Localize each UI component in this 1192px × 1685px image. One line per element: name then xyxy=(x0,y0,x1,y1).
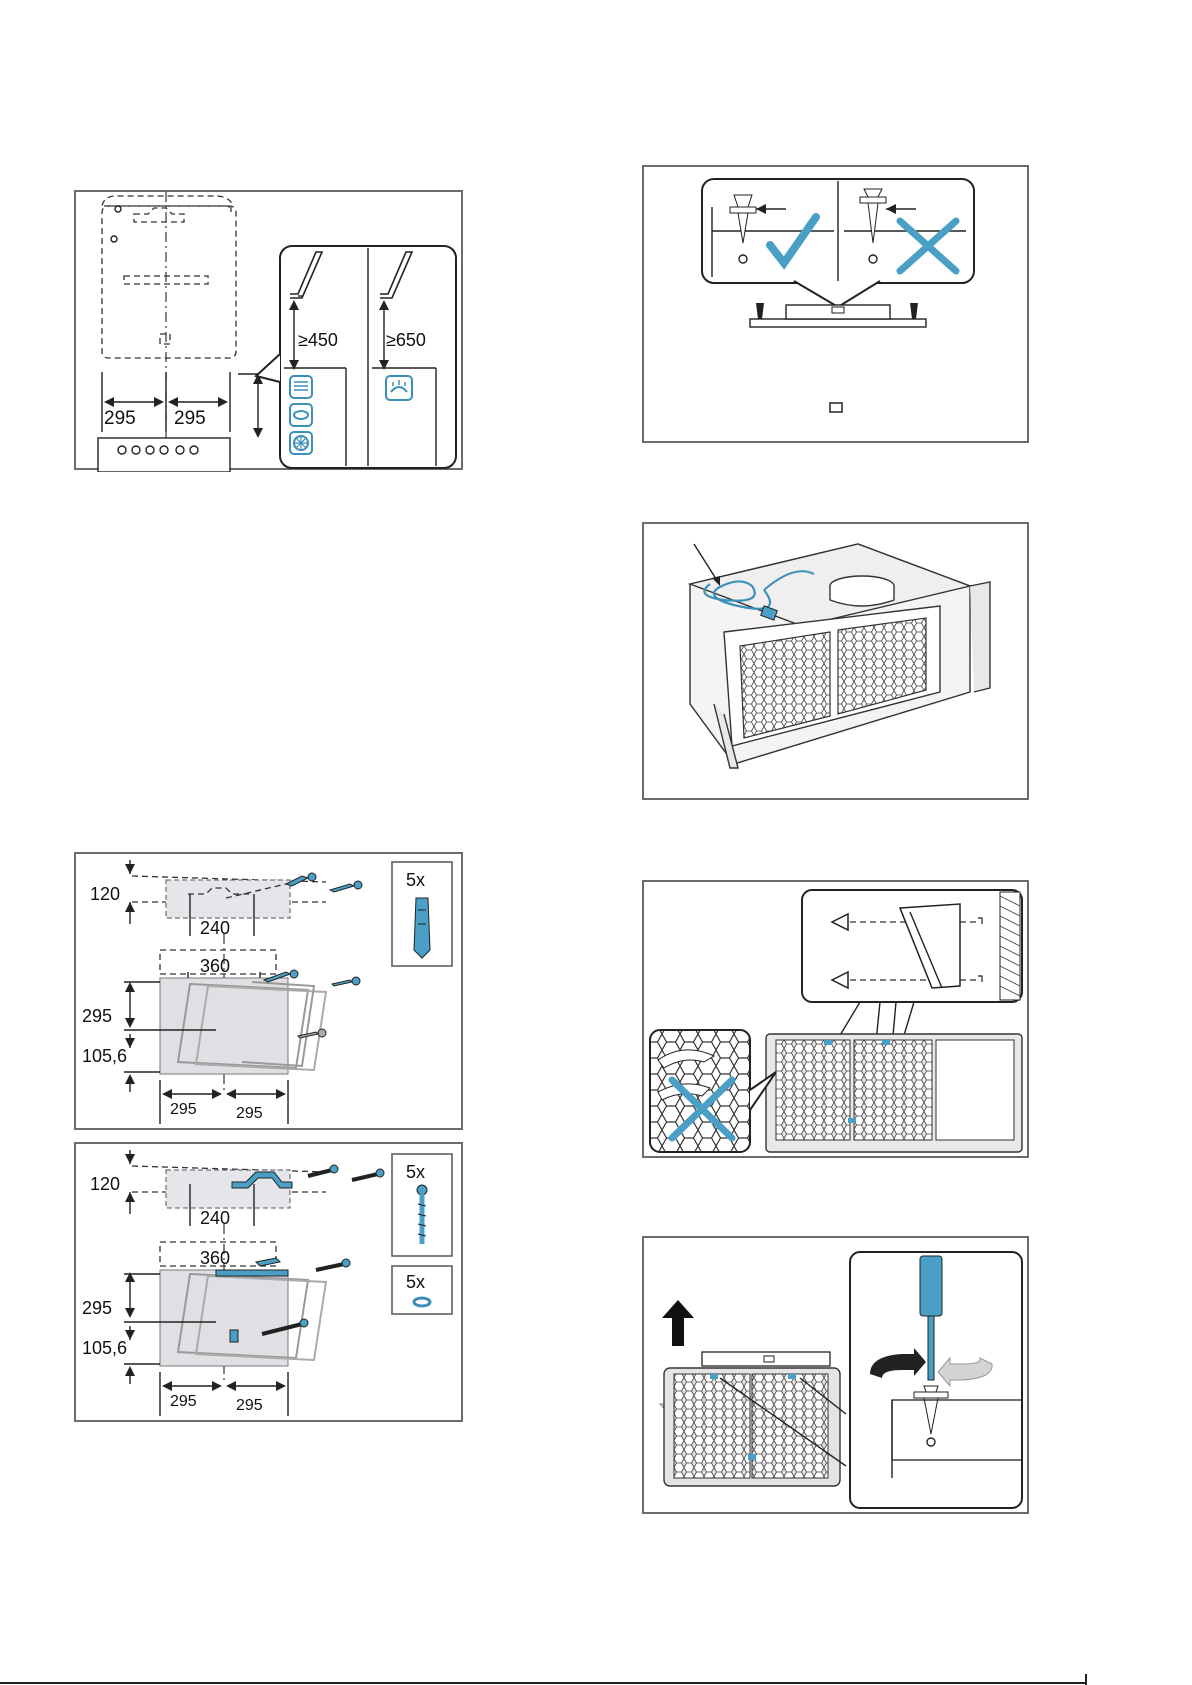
dim-top-width: 240 xyxy=(200,918,230,938)
hood-cable-diagram xyxy=(642,522,1029,800)
level-adjustment-diagram xyxy=(642,165,1029,443)
ceramic-hob-icon xyxy=(290,432,312,454)
small-box-icon xyxy=(830,403,842,412)
dim-mid-width: 360 xyxy=(200,956,230,976)
qty-washers: 5x xyxy=(406,1272,425,1292)
screw-adjustment-figure xyxy=(644,1238,1031,1516)
dim-top-offset: 120 xyxy=(90,1174,120,1194)
clearance-gas: ≥650 xyxy=(386,330,426,350)
filter-alignment-figure xyxy=(644,882,1031,1160)
screw-adjustment-diagram xyxy=(642,1236,1029,1514)
dim-bottom-right: 295 xyxy=(236,1105,263,1122)
dim-bottom-left: 295 xyxy=(170,1101,197,1118)
dim-right-295: 295 xyxy=(174,408,206,429)
dim-bottom-right: 295 xyxy=(236,1397,263,1414)
drilling-template-figure: 120 240 360 xyxy=(76,854,465,1132)
dim-bottom: 105,6 xyxy=(82,1338,127,1358)
footer-rule xyxy=(0,1682,1085,1684)
dim-bottom: 105,6 xyxy=(82,1046,127,1066)
dim-mid-width: 360 xyxy=(200,1248,230,1268)
gas-hob-icon xyxy=(386,376,412,400)
screw-mounting-figure: 120 240 360 xyxy=(76,1144,465,1424)
qty-screws: 5x xyxy=(406,1162,425,1182)
dim-height: 295 xyxy=(82,1006,112,1026)
screw-mounting-diagram: 120 240 360 xyxy=(74,1142,463,1422)
electric-hob-icon xyxy=(290,376,312,398)
dim-height: 295 xyxy=(82,1298,112,1318)
clearance-electric: ≥450 xyxy=(298,330,338,350)
dim-left-295: 295 xyxy=(104,408,136,429)
screw-top xyxy=(308,1165,384,1180)
hood-cable-figure xyxy=(644,524,1031,802)
screw-mid xyxy=(316,1259,350,1270)
qty-plugs: 5x xyxy=(406,870,425,890)
dim-top-offset: 120 xyxy=(90,884,120,904)
do-not-touch-callout xyxy=(650,1030,776,1152)
washer-icon xyxy=(414,1298,430,1306)
dim-top-width: 240 xyxy=(200,1208,230,1228)
mounting-height-diagram: 295 295 ≥450 xyxy=(74,190,463,470)
width-arrow-right xyxy=(168,397,228,407)
induction-hob-icon xyxy=(290,404,312,426)
mounting-height-figure: 295 295 ≥450 xyxy=(76,192,465,472)
rail-with-level xyxy=(750,303,926,327)
filter-alignment-diagram xyxy=(642,880,1029,1158)
width-arrow-left xyxy=(104,397,164,407)
wall-plug-icon xyxy=(414,898,430,958)
up-arrow-icon xyxy=(662,1300,694,1346)
footer-rule-tick xyxy=(1085,1674,1087,1685)
hood-level-view xyxy=(664,1352,840,1486)
dim-bottom-left: 295 xyxy=(170,1393,197,1410)
level-adjustment-figure xyxy=(644,167,1031,445)
drilling-template-diagram: 120 240 360 xyxy=(74,852,463,1130)
